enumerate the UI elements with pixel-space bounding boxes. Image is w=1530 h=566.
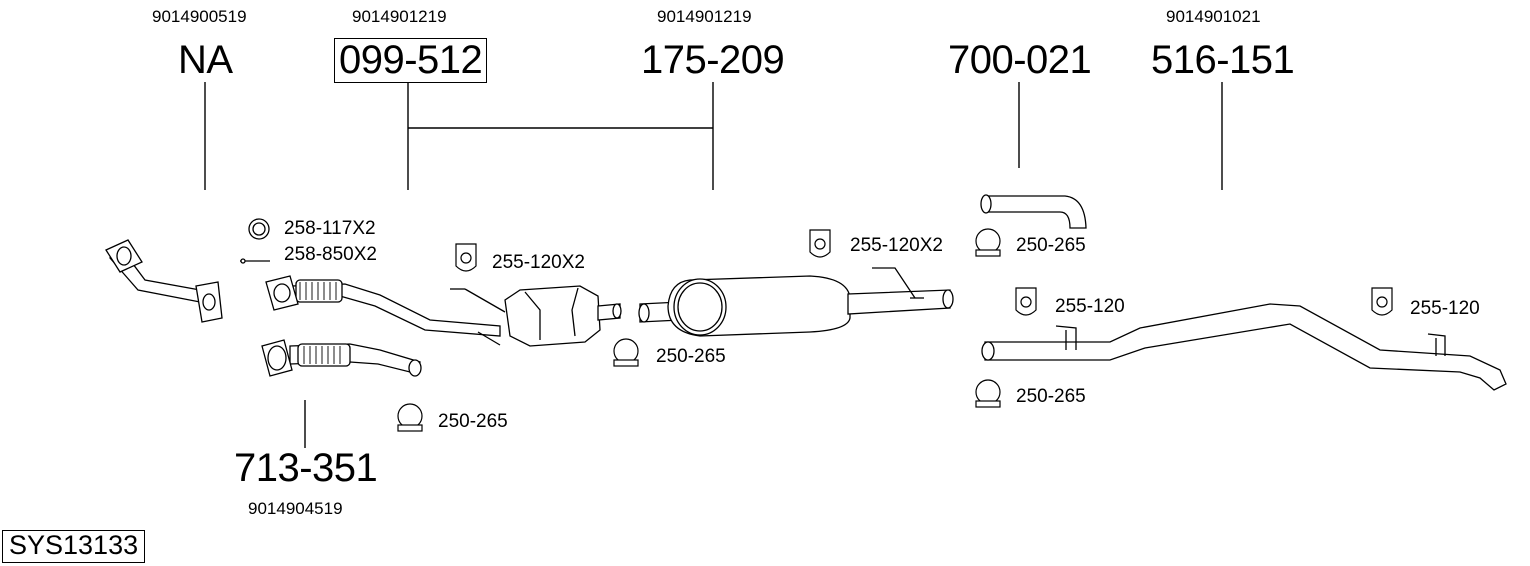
- manifold-pipe-part: [105, 239, 223, 323]
- oe-number-516-151: 9014901021: [1166, 7, 1261, 26]
- hanger-mid-label[interactable]: 255-120X2: [850, 235, 943, 256]
- part-number-700-021[interactable]: 700-021: [948, 38, 1092, 82]
- oe-number-na: 9014900519: [152, 7, 247, 26]
- hanger-cat-label[interactable]: 255-120X2: [492, 252, 585, 273]
- clamp-700-label[interactable]: 250-265: [1016, 235, 1086, 256]
- clamp-rear-label[interactable]: 250-265: [1016, 386, 1086, 407]
- part-number-713-351[interactable]: 713-351: [234, 446, 378, 490]
- catalyst-part: [504, 285, 622, 347]
- oe-number-099-512: 9014901219: [352, 7, 447, 26]
- bolt-label[interactable]: 258-850X2: [284, 244, 377, 265]
- system-code: SYS13133: [2, 530, 146, 563]
- rear-pipe-part: [981, 303, 1507, 391]
- clamp-cat-label[interactable]: 250-265: [656, 346, 726, 367]
- tailpipe-tip-part: [980, 194, 1087, 229]
- clamp-icons: [397, 228, 1001, 432]
- part-number-175-209[interactable]: 175-209: [641, 38, 785, 82]
- flex-pipe-part: [261, 339, 422, 377]
- oe-number-713-351: 9014904519: [248, 499, 343, 518]
- hanger-rear2-label[interactable]: 255-120: [1410, 298, 1480, 319]
- part-number-516-151[interactable]: 516-151: [1151, 38, 1295, 82]
- hanger-rear1-label[interactable]: 255-120: [1055, 296, 1125, 317]
- oe-number-175-209: 9014901219: [657, 7, 752, 26]
- middle-muffler-part: [638, 267, 954, 337]
- gasket-label[interactable]: 258-117X2: [284, 218, 376, 239]
- front-pipe-part: [240, 218, 506, 346]
- hanger-icons: [455, 229, 1393, 316]
- part-number-na[interactable]: NA: [178, 38, 233, 82]
- clamp-713-label[interactable]: 250-265: [438, 411, 508, 432]
- part-number-099-512[interactable]: 099-512: [334, 38, 488, 83]
